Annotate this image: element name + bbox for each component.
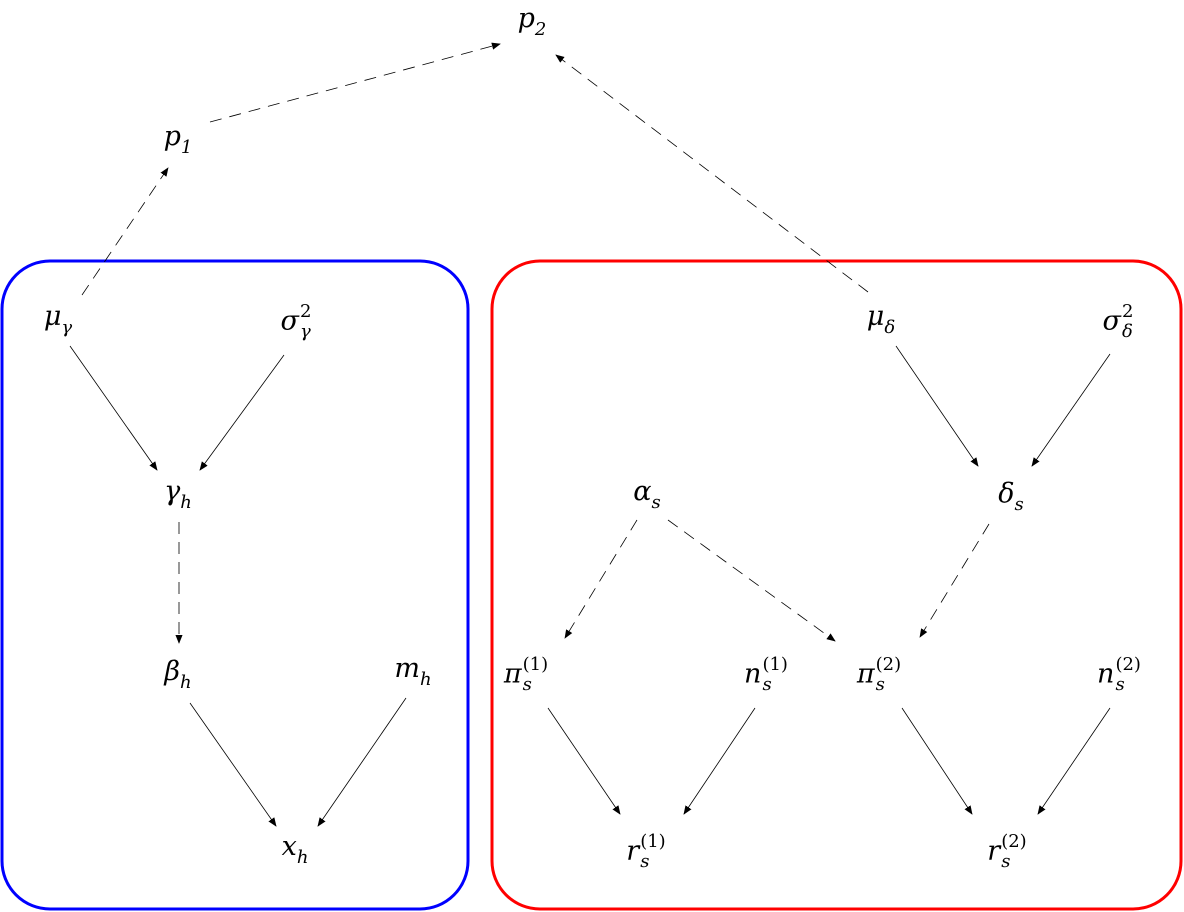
node-subscript: s: [1115, 674, 1125, 695]
edge-mu-delta-to-p2: [555, 54, 869, 293]
node-superscript: (2): [1001, 831, 1027, 852]
node-symbol: π: [856, 658, 875, 690]
node-superscript: (1): [522, 654, 549, 675]
node-symbol: σ: [280, 305, 299, 337]
edge-pi1-s-to-r1-s: [547, 707, 621, 815]
node-superscript: (2): [875, 654, 902, 675]
edge-alpha-s-to-pi2-s: [667, 519, 836, 642]
node-subscript: s: [651, 492, 661, 513]
node-mu-gamma: μγ: [44, 303, 72, 337]
node-subscript: γ: [299, 321, 311, 342]
node-symbol: β: [164, 656, 181, 687]
edge-pi2-s-to-r2-s: [901, 707, 973, 815]
edge-p1-to-p2: [209, 42, 501, 123]
edge-mu-gamma-to-p1: [81, 167, 169, 296]
edge-alpha-s-to-pi1-s: [564, 519, 638, 639]
node-subscript: s: [640, 851, 650, 872]
node-subscript: s: [1014, 494, 1024, 515]
node-symbol: π: [503, 658, 522, 690]
node-subscript: δ: [1121, 321, 1133, 342]
node-p1: p1: [164, 123, 193, 157]
node-subscript: h: [180, 492, 192, 513]
node-subscript: h: [420, 669, 432, 690]
node-superscript: (2): [1115, 654, 1141, 675]
node-superscript: 2: [1121, 301, 1134, 322]
edge-n1-s-to-r1-s: [683, 707, 756, 815]
node-superscript: (1): [762, 654, 788, 675]
node-r1-s: r(1)s: [626, 833, 665, 871]
plate-s: [490, 259, 1183, 911]
node-p2: p2: [518, 5, 547, 39]
node-subscript: h: [180, 672, 192, 693]
node-symbol: n: [744, 658, 762, 690]
node-symbol: α: [633, 476, 652, 507]
node-pi1-s: π(1)s: [504, 656, 548, 694]
node-symbol: r: [987, 835, 1001, 867]
node-beta-h: βh: [164, 658, 191, 692]
node-subscript: s: [762, 674, 772, 695]
node-superscript: (1): [640, 831, 666, 852]
plate-h: [0, 259, 470, 911]
node-subscript: h: [296, 847, 309, 868]
node-mu-delta: μδ: [867, 303, 895, 337]
node-symbol: σ: [1102, 305, 1121, 337]
edge-mu-gamma-to-gamma-h: [69, 345, 158, 471]
edge-n2-s-to-r2-s: [1037, 707, 1111, 815]
node-symbol: γ: [164, 476, 181, 507]
node-symbol: n: [1097, 658, 1115, 690]
node-subscript: 1: [180, 137, 193, 158]
node-superscript: 2: [299, 301, 312, 322]
node-r2-s: r(2)s: [987, 833, 1026, 871]
node-subscript: δ: [884, 317, 896, 338]
node-symbol: p: [517, 3, 535, 34]
node-delta-s: δs: [998, 480, 1024, 514]
edge-beta-h-to-x-h: [189, 702, 277, 827]
node-symbol: δ: [998, 478, 1015, 509]
node-symbol: x: [281, 831, 297, 862]
node-subscript: 2: [534, 19, 547, 40]
edge-mu-delta-to-delta-s: [895, 345, 979, 467]
node-subscript: γ: [61, 317, 73, 338]
node-n2-s: n(2)s: [1097, 656, 1141, 694]
node-m-h: mh: [394, 655, 431, 689]
node-subscript: s: [1001, 851, 1011, 872]
node-symbol: p: [163, 121, 181, 152]
node-x-h: xh: [282, 833, 309, 867]
edge-delta-s-to-pi2-s: [919, 523, 990, 638]
node-symbol: μ: [866, 301, 885, 332]
edge-sigma2-gamma-to-gamma-h: [199, 354, 285, 471]
node-symbol: μ: [43, 301, 62, 332]
edge-m-h-to-x-h: [317, 697, 407, 827]
edge-sigma2-delta-to-delta-s: [1031, 353, 1111, 467]
node-alpha-s: αs: [633, 478, 660, 512]
node-pi2-s: π(2)s: [857, 656, 901, 694]
node-symbol: m: [394, 653, 421, 684]
node-symbol: r: [626, 835, 640, 867]
node-n1-s: n(1)s: [744, 656, 788, 694]
edges-group: [69, 42, 1111, 827]
node-subscript: s: [522, 674, 532, 695]
node-subscript: s: [875, 674, 885, 695]
node-gamma-h: γh: [164, 478, 192, 512]
